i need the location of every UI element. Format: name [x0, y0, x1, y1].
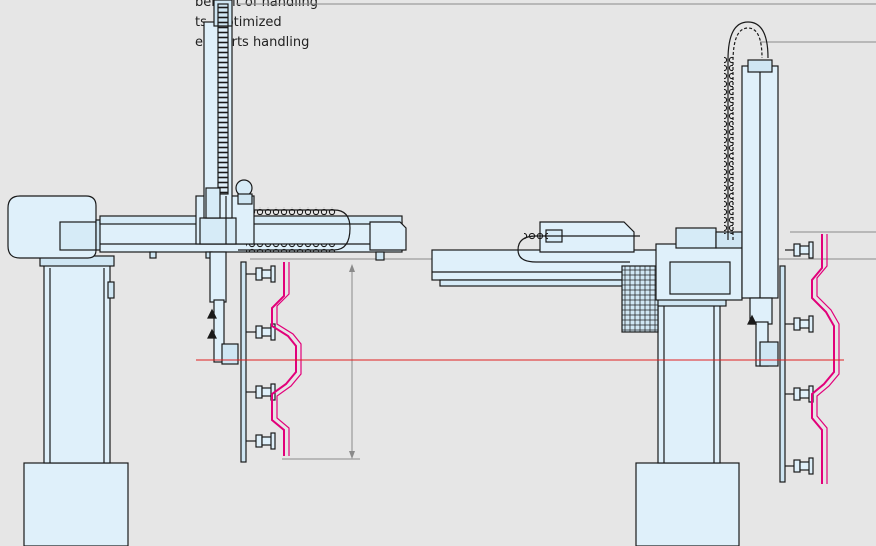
left-robot-wrist [209, 251, 227, 303]
right-part-profile [811, 234, 835, 484]
right-robot-cabinet [621, 265, 659, 333]
dimension-lines [236, 3, 876, 460]
vacuum-cup [246, 323, 276, 341]
right-robot-carriage [539, 221, 635, 253]
left-gantry-robot [7, 0, 407, 546]
left-end-effector [240, 261, 276, 463]
right-end-effector [779, 241, 814, 483]
caption-line-1: benefit of handling [195, 0, 318, 10]
vacuum-cup [785, 315, 814, 333]
left-robot-column [43, 261, 111, 464]
vacuum-cup [246, 383, 276, 401]
right-robot-horizontal-beam [431, 249, 659, 281]
vacuum-cup [246, 432, 276, 450]
left-robot-base [23, 462, 129, 546]
right-gantry-robot [431, 21, 779, 546]
right-robot-base [635, 462, 740, 546]
vacuum-cup [785, 385, 814, 403]
vacuum-cup [785, 457, 814, 475]
right-robot-column [657, 299, 721, 464]
vacuum-cup [246, 265, 276, 283]
left-part-profile [271, 262, 297, 456]
vacuum-cup [785, 241, 814, 259]
